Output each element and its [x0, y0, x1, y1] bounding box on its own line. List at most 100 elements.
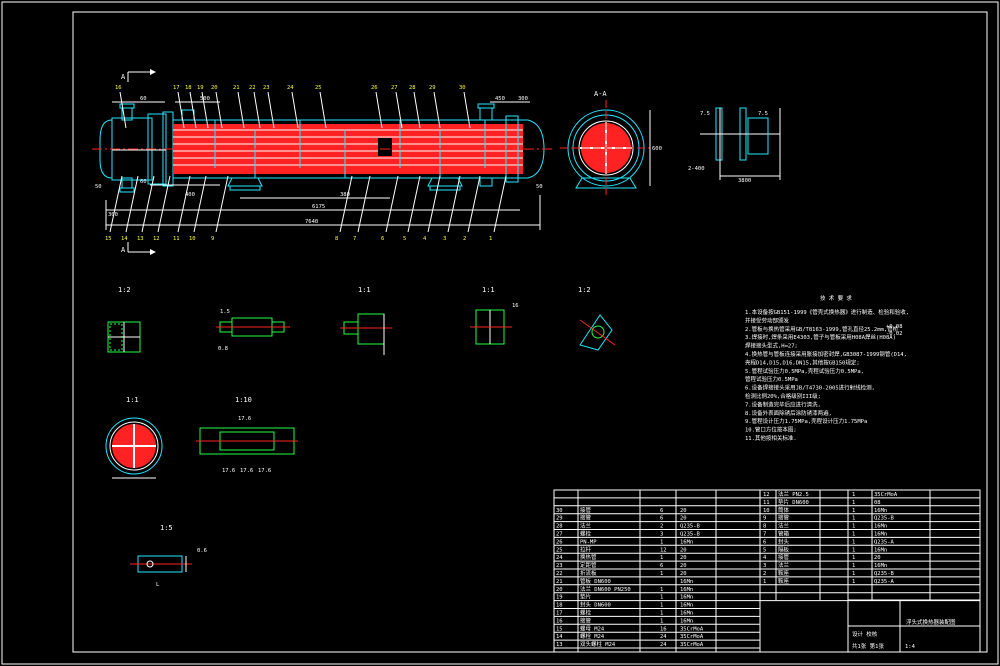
tech-req-line: 3.焊接时,焊条采用E4303,管子与管板采用H08A焊丝(H08A) [745, 333, 896, 341]
bom-left-cell: 13 [556, 642, 563, 648]
detail-1-5-label: 1:5 [160, 524, 173, 532]
tech-req-line: 2.管板与换热管采用GB/T8163-1999,管孔直径25.2mm,管桥 [745, 325, 899, 333]
bom-left-cell: 1 [660, 587, 663, 593]
bom-right-cell: 16Mn [874, 524, 887, 530]
tech-req-line: 壳程D14,D15,D16,DN15,其他按GB150规定; [745, 358, 860, 366]
tech-req-line: 9.管程设计压力1.75MPa,壳程设计压力1.75MPa [745, 417, 867, 425]
bom-right-cell: 管箱 [778, 530, 790, 538]
balloon-bottom-13: 13 [137, 236, 144, 242]
bom-left-cell: 16Mn [680, 603, 693, 609]
bom-left-cell: 23 [556, 563, 563, 569]
bom-left-cell: 24 [660, 634, 667, 640]
dim-7640: 7640 [305, 219, 318, 225]
bom-left-cell: 管板 DN600 [580, 577, 611, 585]
bom-left-cell: 22 [556, 571, 563, 577]
balloon-bottom-6: 6 [381, 236, 384, 242]
bom-left-cell: 接管 [580, 506, 592, 514]
bom-left-cell: 16Mn [680, 579, 693, 585]
section-aa-view: A-A 600 [560, 90, 662, 195]
bom-left-cell: 6 [660, 563, 663, 569]
tech-req-line: 管程试验压力0.5MPa [745, 375, 798, 383]
balloon-bottom-1: 1 [489, 236, 492, 242]
main-elevation-view: A A [92, 69, 552, 255]
drawing-title: 浮头式换热器装配图 [906, 618, 956, 626]
bom-left-cell: 2 [660, 524, 663, 530]
bom-right-cell: 10 [763, 508, 770, 514]
bom-left-cell: 18 [556, 603, 563, 609]
dim-6175: 6175 [312, 204, 325, 210]
balloon-top-17: 17 [173, 85, 180, 91]
bom-right-cell: 接管 [778, 514, 790, 522]
bom-right-cell: 接管 [778, 553, 790, 561]
bom-left-cell: 1 [660, 611, 663, 617]
balloon-top-19: 19 [197, 85, 204, 91]
bom-right-cell: 1 [852, 532, 855, 538]
bom-right-cell: 1 [852, 539, 855, 545]
bom-left-cell: 20 [680, 516, 687, 522]
dim-3800: 3800 [738, 178, 751, 184]
bom-left-cell: 1 [660, 555, 663, 561]
dim-400: 400 [185, 192, 195, 198]
balloon-top-16: 16 [115, 85, 122, 91]
dim-1-5: 1.5 [220, 309, 230, 315]
technical-requirements: 技 术 要 求 1.本设备按GB151-1999《管壳式换热器》进行制造、检验和… [745, 294, 909, 442]
bom-left-cell: 螺母 M24 [580, 624, 605, 632]
bom-left-cell: 封头 DN600 [580, 601, 611, 609]
tech-req-line: 焊接接头型式,H=27; [745, 342, 798, 350]
bom-left-cell: 16Mn [680, 539, 693, 545]
bom-right-cell: 12 [763, 492, 770, 498]
bom-right-cell: Q235-A [874, 539, 895, 545]
bom-left-cell: 16Mn [680, 618, 693, 624]
bom-left-cell: 20 [680, 508, 687, 514]
bom-right-cell: 20 [874, 555, 881, 561]
bom-left-cell: 20 [680, 563, 687, 569]
bom-right-cell: 法兰 [778, 561, 790, 569]
tech-req-line: 10.管口方位按本图; [745, 426, 797, 434]
section-a-top-label: A [121, 73, 126, 81]
bom-left-cell: 35CrMoA [680, 626, 704, 632]
bom-right-cell: 鞍座 [778, 569, 790, 577]
bom-right-cell: 垫片 DN600 [778, 498, 809, 506]
balloon-top-23: 23 [263, 85, 270, 91]
bom-left-cell: 换热管 [580, 553, 597, 561]
detail-4-label: 1:1 [482, 286, 495, 294]
bom-right-cell: Q235-A [874, 579, 895, 585]
bom-left-cell: 26 [556, 539, 563, 545]
bom-left-cell: 6 [660, 508, 663, 514]
tech-req-line: 11.其他按相关标准. [745, 434, 797, 442]
balloon-bottom-7: 7 [353, 236, 356, 242]
bom-left-cell: 20 [556, 587, 563, 593]
section-a-bottom-label: A [121, 246, 126, 254]
balloon-top-24: 24 [287, 85, 294, 91]
bom-left-cell: 1 [660, 571, 663, 577]
bom-left-cell: 35CrMoA [680, 634, 704, 640]
dim-300-left: 300 [108, 212, 118, 218]
balloon-top-28: 28 [409, 85, 416, 91]
saddle-detail-view: 7.5 7.5 3800 2-400 [688, 107, 781, 184]
bom-left-cell: PN-MP [580, 539, 597, 545]
bom-right-cell: 08 [874, 500, 881, 506]
balloon-top-27: 27 [391, 85, 398, 91]
title-sheet: 共1张 第1张 [852, 642, 884, 650]
bom-left-cell: 24 [556, 555, 563, 561]
bom-left-cell: 17 [556, 611, 563, 617]
balloon-top-29: 29 [429, 85, 436, 91]
bom-right-cell: 8 [763, 524, 766, 530]
bom-left-cell: 12 [660, 547, 667, 553]
bom-left-cell: 28 [556, 524, 563, 530]
bom-right-cell: 封头 [778, 537, 790, 545]
tolerance-lower: -0.02 [886, 331, 903, 337]
bom-left-cell: 垫片 [580, 593, 591, 601]
tolerance-upper: +0.08 [886, 324, 903, 330]
bom-left-cell: 16 [660, 626, 667, 632]
detail-1-label: 1:2 [118, 286, 131, 294]
bom-right-cell: 16Mn [874, 547, 887, 553]
balloon-bottom-3: 3 [443, 236, 446, 242]
bom-right-cell: 1 [852, 563, 855, 569]
bom-right-cell: 6 [763, 539, 766, 545]
bom-right-cell: 11 [763, 500, 770, 506]
dim-0-8: 0.8 [218, 346, 228, 352]
tech-req-line: 1.本设备按GB151-1999《管壳式换热器》进行制造、检验和验收, [745, 308, 909, 316]
bom-left-cell: 30 [556, 508, 563, 514]
title-block: 浮头式换热器装配图 设计 校核 共1张 第1张 1:4 [847, 599, 981, 653]
